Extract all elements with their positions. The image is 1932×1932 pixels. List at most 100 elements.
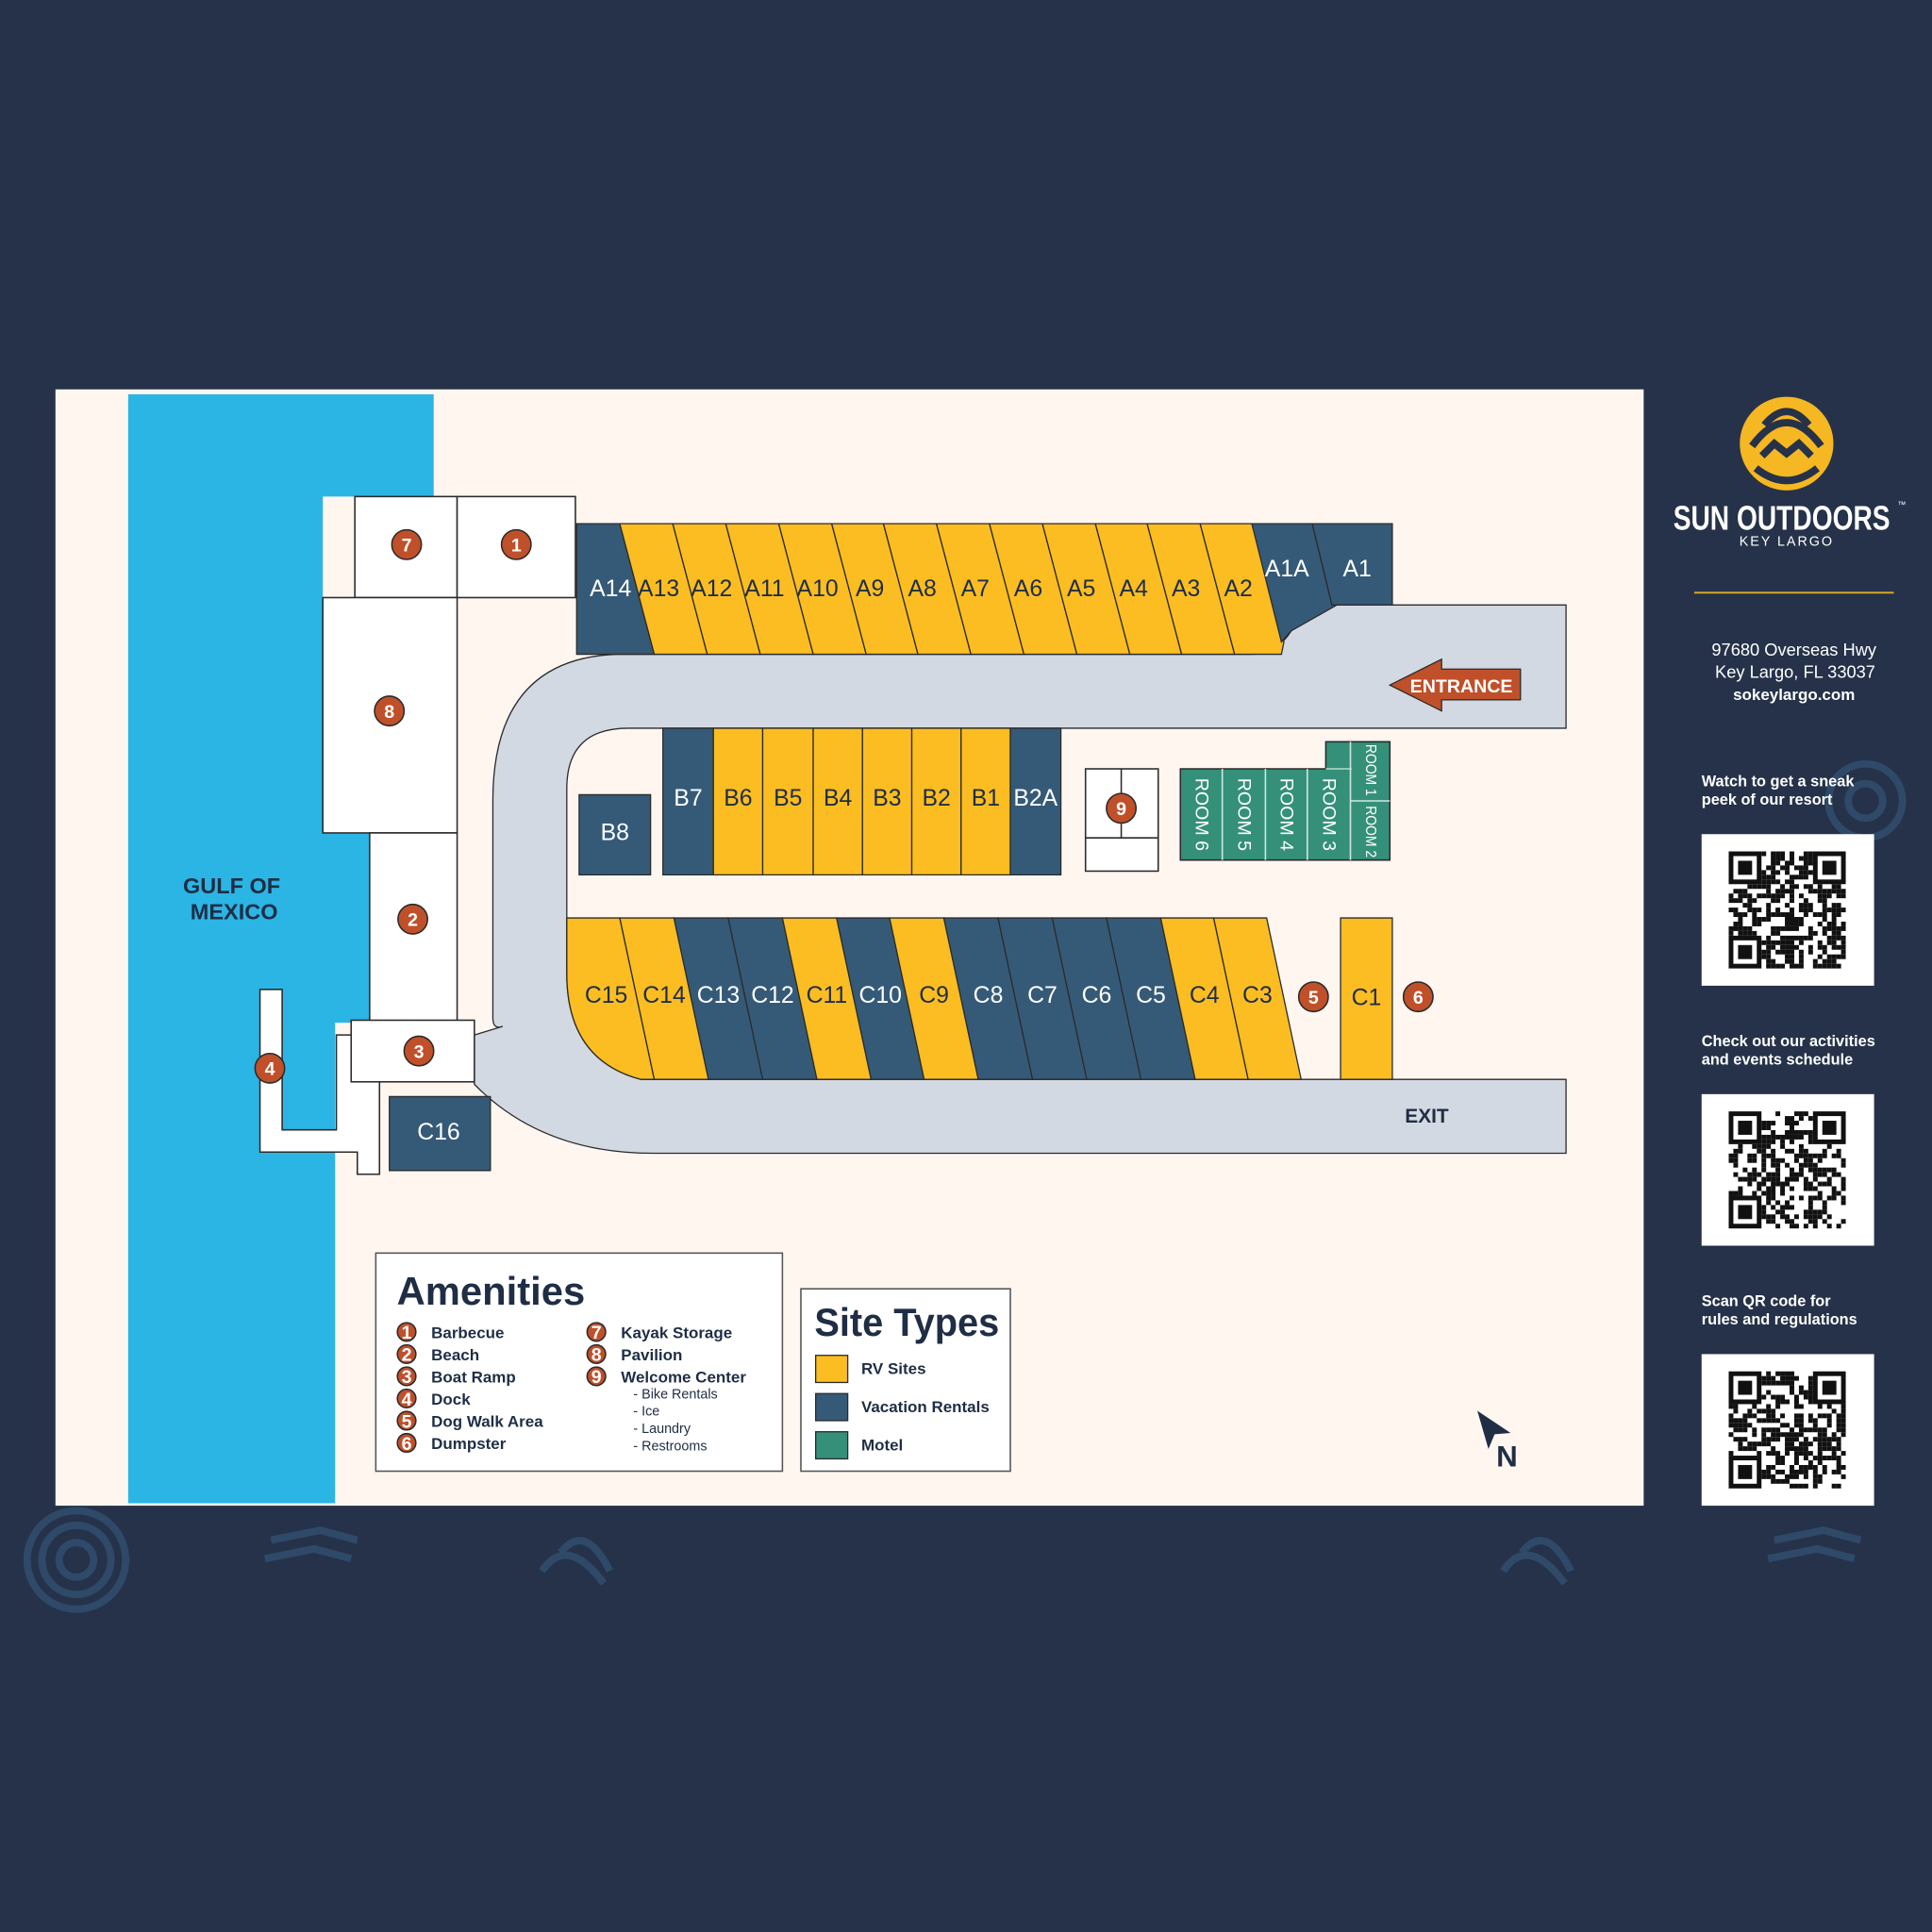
amenity-marker-2[interactable]: 2 — [396, 1343, 417, 1366]
site-b7[interactable]: B7 — [662, 727, 714, 875]
site-b2[interactable]: B2 — [910, 727, 962, 875]
amenity-marker-3[interactable]: 3 — [396, 1366, 417, 1388]
site-label: C3 — [1242, 983, 1273, 1008]
site-b2a[interactable]: B2A — [1009, 727, 1062, 875]
site-c8[interactable]: C8 — [942, 917, 1034, 1080]
address-line2: Key Largo, FL 33037 — [1715, 661, 1875, 681]
site-a1a[interactable]: A1A — [1251, 523, 1340, 643]
site-c3[interactable]: C3 — [1212, 917, 1303, 1080]
site-c11[interactable]: C11 — [781, 917, 873, 1080]
site-label: C7 — [1027, 983, 1058, 1008]
site-b5[interactable]: B5 — [761, 727, 814, 875]
site-a12[interactable]: A12 — [672, 523, 761, 656]
marker-circle — [403, 1035, 435, 1067]
site-a3[interactable]: A3 — [1146, 523, 1236, 656]
site-label: A4 — [1119, 576, 1148, 602]
motel-room-6[interactable]: ROOM 6 — [1191, 778, 1211, 851]
amenity-marker-7[interactable]: 7 — [586, 1322, 607, 1343]
amenity-marker-3[interactable]: 3 — [403, 1035, 435, 1067]
amenity-marker-9[interactable]: 9 — [1106, 792, 1138, 824]
site-b4[interactable]: B4 — [812, 727, 863, 875]
amenity-marker-5[interactable]: 5 — [396, 1410, 417, 1432]
site-label: B6 — [724, 786, 752, 811]
site-a4[interactable]: A4 — [1094, 523, 1183, 656]
website-link[interactable]: sokeylargo.com — [1733, 686, 1855, 704]
amenity-marker-8[interactable]: 8 — [374, 695, 406, 727]
amenity-label: Pavilion — [621, 1346, 682, 1364]
site-c13[interactable]: C13 — [673, 917, 764, 1080]
marker-number: 3 — [414, 1041, 425, 1062]
site-a2[interactable]: A2 — [1199, 523, 1285, 656]
site-label: B4 — [824, 786, 853, 811]
amenity-marker-1[interactable]: 1 — [396, 1322, 417, 1343]
site-label: B8 — [601, 820, 629, 845]
water-label-line1: GULF OF — [183, 874, 280, 898]
room-label: ROOM 5 — [1234, 778, 1255, 851]
amenity-marker-1[interactable]: 1 — [500, 528, 532, 560]
site-label: B1 — [972, 786, 1000, 811]
motel-room-3[interactable]: ROOM 3 — [1319, 778, 1340, 851]
site-shape — [1340, 917, 1393, 1080]
marker-circle — [396, 1388, 417, 1409]
site-type-motel: Motel — [815, 1431, 903, 1460]
site-b8[interactable]: B8 — [578, 793, 652, 875]
site-c1[interactable]: C1 — [1340, 917, 1393, 1080]
brand-location: KEY LARGO — [1740, 535, 1834, 550]
marker-number: 6 — [1413, 988, 1424, 1008]
qr-code-icon[interactable] — [1701, 1093, 1874, 1246]
amenity-label: Barbecue — [431, 1324, 504, 1341]
amenity-marker-4[interactable]: 4 — [254, 1052, 286, 1084]
marker-number: 7 — [402, 536, 412, 557]
site-b1[interactable]: B1 — [960, 727, 1011, 875]
marker-circle — [391, 528, 423, 560]
site-a13[interactable]: A13 — [619, 523, 708, 656]
trademark: ™ — [1897, 500, 1906, 509]
site-label: A9 — [856, 576, 884, 602]
site-type-label: RV Sites — [861, 1359, 926, 1377]
site-a9[interactable]: A9 — [830, 523, 919, 656]
address-line1: 97680 Overseas Hwy — [1711, 640, 1876, 659]
motel-room-1[interactable]: ROOM 1 — [1362, 744, 1378, 796]
site-label: A3 — [1172, 576, 1200, 602]
motel-room-4[interactable]: ROOM 4 — [1276, 778, 1297, 851]
motel-room-2[interactable]: ROOM 2 — [1362, 806, 1378, 858]
site-label: C10 — [858, 983, 902, 1008]
site-b6[interactable]: B6 — [712, 727, 764, 875]
marker-circle — [1297, 981, 1329, 1013]
amenity-marker-6[interactable]: 6 — [1402, 981, 1434, 1013]
amenity-marker-6[interactable]: 6 — [396, 1432, 417, 1455]
site-c5[interactable]: C5 — [1106, 917, 1196, 1080]
site-a1[interactable]: A1 — [1311, 523, 1393, 606]
marker-circle — [586, 1343, 607, 1365]
amenity-marker-8[interactable]: 8 — [586, 1343, 607, 1366]
room-label: ROOM 2 — [1362, 806, 1378, 858]
site-c15[interactable]: C15 — [566, 917, 656, 1080]
amenity-marker-7[interactable]: 7 — [391, 528, 423, 560]
site-label: A1A — [1265, 557, 1309, 582]
amenity-marker-4[interactable]: 4 — [396, 1388, 417, 1410]
motel-room-5[interactable]: ROOM 5 — [1234, 778, 1255, 851]
amenity-label: Dog Walk Area — [431, 1412, 543, 1430]
motel-building: ROOM 6 ROOM 5 ROOM 4 ROOM 3 ROOM 1 ROOM 2 — [1179, 741, 1391, 861]
marker-number: 3 — [402, 1367, 412, 1388]
site-shape — [578, 793, 652, 875]
amenity-marker-5[interactable]: 5 — [1297, 981, 1329, 1013]
marker-circle — [254, 1052, 286, 1084]
site-label: B3 — [873, 786, 901, 811]
qr-caption: rules and regulations — [1702, 1311, 1857, 1328]
amenity-markers: 7 1 8 2 3 4 9 5 6 — [254, 528, 1434, 1084]
site-c16[interactable]: C16 — [389, 1095, 491, 1172]
site-b3[interactable]: B3 — [861, 727, 913, 875]
marker-number: 7 — [591, 1323, 602, 1343]
site-c7[interactable]: C7 — [997, 917, 1088, 1080]
site-a10[interactable]: A10 — [777, 523, 868, 656]
qr-code-icon[interactable] — [1701, 834, 1874, 986]
site-c10[interactable]: C10 — [836, 917, 925, 1080]
amenity-marker-2[interactable]: 2 — [397, 903, 429, 935]
amenity-marker-9[interactable]: 9 — [586, 1366, 607, 1388]
site-c9[interactable]: C9 — [889, 917, 979, 1080]
qr-code-icon[interactable] — [1701, 1354, 1874, 1507]
